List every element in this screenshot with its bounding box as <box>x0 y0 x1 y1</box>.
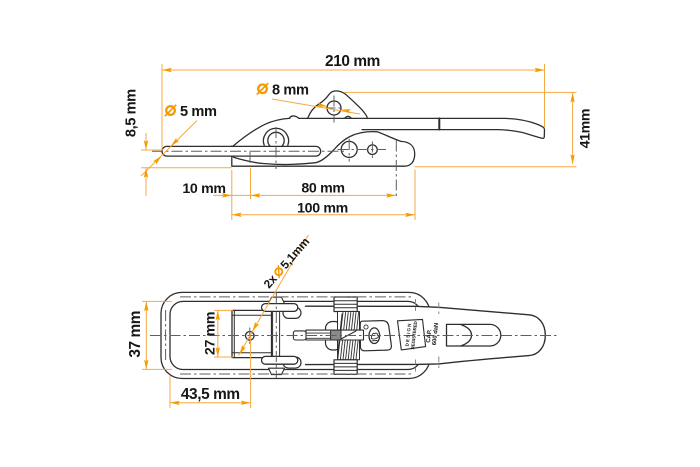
svg-text:REGISTERED: REGISTERED <box>410 320 418 349</box>
svg-text:100 mm: 100 mm <box>297 200 348 216</box>
svg-text:5 mm: 5 mm <box>180 104 217 120</box>
svg-text:8 mm: 8 mm <box>272 82 309 98</box>
svg-text:600 daN: 600 daN <box>432 323 440 346</box>
svg-text:80 mm: 80 mm <box>301 180 344 196</box>
svg-text:210 mm: 210 mm <box>325 53 380 70</box>
svg-text:41mm: 41mm <box>578 109 594 149</box>
svg-text:27 mm: 27 mm <box>203 312 219 355</box>
svg-text:5,1mm: 5,1mm <box>277 235 312 272</box>
svg-text:CAP.: CAP. <box>426 329 433 343</box>
svg-text:43,5 mm: 43,5 mm <box>181 386 240 403</box>
svg-text:DESIGN: DESIGN <box>405 322 412 346</box>
svg-text:8,5 mm: 8,5 mm <box>124 89 140 137</box>
svg-text:10 mm: 10 mm <box>182 181 225 197</box>
svg-text:37 mm: 37 mm <box>127 311 144 358</box>
